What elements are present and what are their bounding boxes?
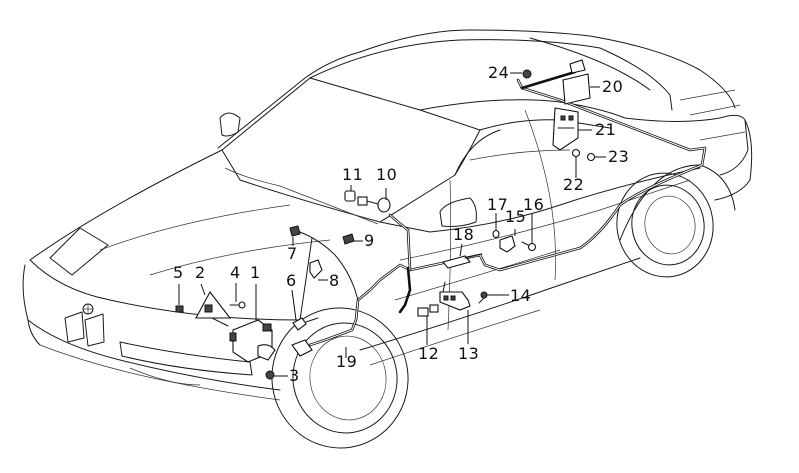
grille — [64, 311, 85, 343]
callout-9[interactable]: 9 — [364, 231, 375, 250]
callout-24[interactable]: 24 — [488, 63, 510, 82]
part-20 — [562, 59, 591, 105]
car-body — [22, 29, 753, 449]
callout-10[interactable]: 10 — [376, 165, 398, 184]
callout-1[interactable]: 1 — [250, 263, 261, 282]
callout-13[interactable]: 13 — [458, 344, 480, 363]
callout-14[interactable]: 14 — [510, 286, 532, 305]
part-17 — [492, 229, 500, 239]
callout-2[interactable]: 2 — [195, 263, 206, 282]
part-12 — [417, 304, 439, 317]
callout-18[interactable]: 18 — [453, 225, 475, 244]
part-23 — [586, 152, 596, 162]
rear-wheel — [616, 164, 736, 278]
callout-3[interactable]: 3 — [289, 366, 300, 385]
part-13 — [439, 281, 471, 311]
part-1 — [229, 319, 276, 363]
part-24 — [522, 69, 532, 79]
callout-8[interactable]: 8 — [329, 271, 340, 290]
part-16 — [521, 241, 537, 252]
front-wheel — [271, 307, 409, 449]
hood — [29, 149, 223, 261]
part-10 — [357, 196, 391, 213]
callout-15[interactable]: 15 — [505, 207, 527, 226]
wiring-harness — [299, 70, 707, 347]
callout-4[interactable]: 4 — [230, 263, 241, 282]
part-7 — [289, 225, 301, 237]
part-5 — [175, 305, 184, 313]
callout-21[interactable]: 21 — [595, 120, 617, 139]
hood-vent — [49, 227, 109, 276]
part-9 — [342, 233, 355, 245]
callout-7[interactable]: 7 — [287, 244, 298, 263]
side-mirror — [219, 112, 241, 137]
part-2 — [195, 290, 232, 327]
callout-23[interactable]: 23 — [608, 147, 630, 166]
callout-16[interactable]: 16 — [523, 195, 545, 214]
roof-line — [217, 29, 736, 149]
part-22 — [571, 148, 581, 158]
callout-19[interactable]: 19 — [336, 352, 358, 371]
part-21 — [552, 107, 579, 151]
part-3 — [265, 370, 275, 380]
part-14 — [478, 291, 488, 304]
callout-20[interactable]: 20 — [602, 77, 624, 96]
part-4 — [229, 301, 246, 309]
leader-lines — [178, 72, 606, 377]
part-8 — [309, 259, 323, 279]
callout-22[interactable]: 22 — [563, 175, 585, 194]
parts — [175, 59, 596, 380]
door-mirror — [439, 197, 477, 227]
callout-6[interactable]: 6 — [286, 271, 297, 290]
callout-5[interactable]: 5 — [173, 263, 184, 282]
part-18 — [442, 253, 483, 269]
part-6 — [292, 317, 319, 331]
callout-12[interactable]: 12 — [418, 344, 440, 363]
part-19 — [291, 339, 313, 357]
part-11 — [344, 190, 356, 202]
callout-17[interactable]: 17 — [487, 195, 509, 214]
callout-11[interactable]: 11 — [342, 165, 364, 184]
part-15 — [499, 235, 516, 253]
